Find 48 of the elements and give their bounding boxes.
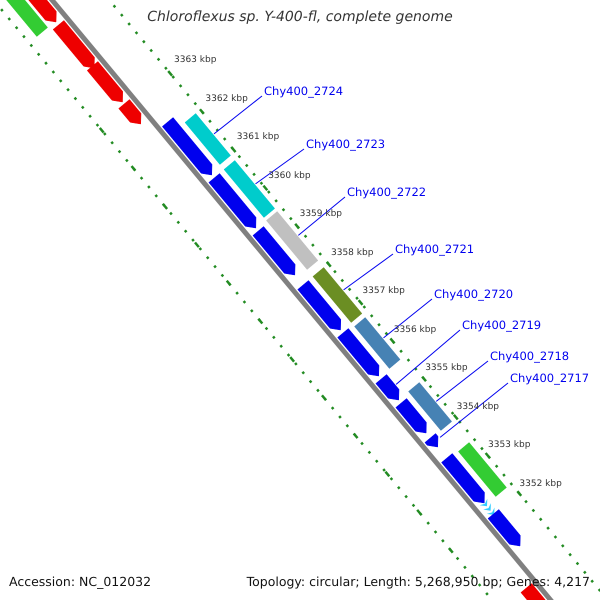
gene-block (162, 117, 212, 176)
scale-label: 3356 kbp (394, 324, 436, 334)
gene-block (118, 99, 142, 124)
gene-label: Chy400_2724 (264, 84, 344, 98)
scale-label: 3363 kbp (174, 55, 216, 65)
leader-line (255, 148, 304, 184)
gene-block (441, 453, 485, 504)
gene-label: Chy400_2721 (395, 242, 474, 256)
gene-block (396, 398, 427, 434)
leader-line (396, 330, 460, 385)
leader-line (383, 298, 432, 338)
footer-text: Topology: circular; Length: 5,268,950 bp; Genes: 4,217 (246, 574, 590, 589)
gene-chevron-marks (480, 498, 494, 515)
scale-label: 3354 kbp (456, 402, 499, 412)
gene-label: Chy400_2719 (462, 318, 542, 332)
gene-block (424, 433, 438, 448)
gene-label: Chy400_2722 (347, 185, 426, 199)
gene-block (252, 226, 296, 276)
scale-label: 3361 kbp (236, 132, 280, 142)
diagram-title: Chloroflexus sp. Y-400-fl, complete genome (146, 9, 454, 25)
scale-label: 3355 kbp (425, 363, 468, 373)
gene-bar (408, 382, 452, 431)
gene-block (86, 61, 123, 102)
leader-line (436, 360, 488, 402)
gene-label: Chy400_2720 (434, 287, 514, 301)
scale-label: 3360 kbp (268, 170, 311, 180)
leader-line (214, 96, 262, 134)
scale-label: 3352 kbp (519, 478, 562, 488)
gene-block (488, 509, 521, 546)
scale-label: 3362 kbp (205, 94, 248, 104)
gene-label: Chy400_2717 (510, 371, 590, 385)
footer-text: Accession: NC_012032 (9, 574, 152, 589)
leader-line (440, 382, 508, 438)
scale-label: 3359 kbp (300, 209, 342, 219)
gene-label: Chy400_2723 (306, 137, 386, 151)
scale-label: 3357 kbp (362, 286, 405, 296)
scale-label: 3353 kbp (488, 440, 530, 450)
gene-bar (312, 267, 362, 323)
leader-line (298, 196, 346, 236)
gene-block (376, 374, 400, 400)
leader-line (343, 254, 394, 290)
gene-block (52, 20, 95, 68)
gene-bar (184, 113, 231, 165)
gene-block (337, 328, 380, 376)
scale-label: 3358 kbp (331, 248, 374, 258)
gene-label: Chy400_2718 (490, 349, 570, 363)
gene-block (297, 280, 342, 330)
gene-block (208, 173, 256, 228)
